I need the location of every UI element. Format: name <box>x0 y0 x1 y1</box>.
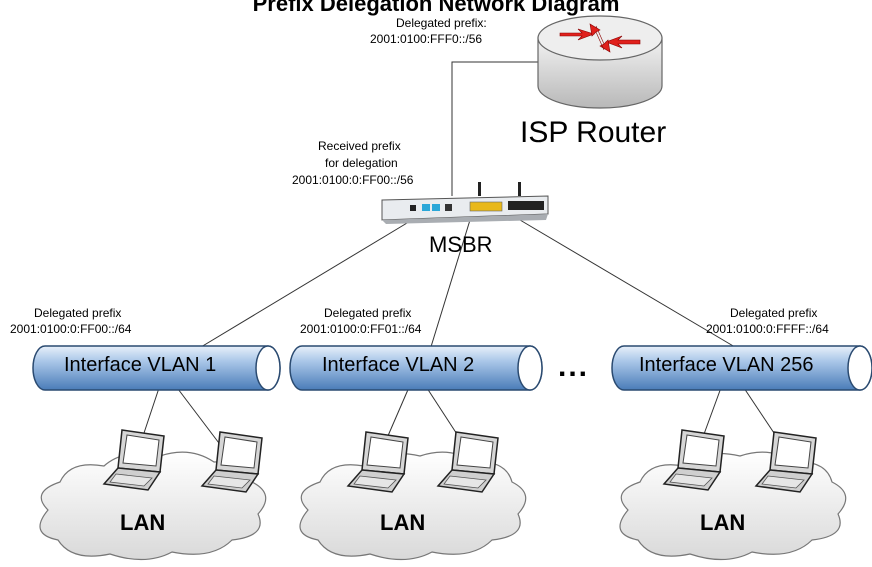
msbr-to-vlan1-line <box>195 219 413 351</box>
vlan2-label: Interface VLAN 2 <box>322 354 475 376</box>
isp-delegated-prefix-caption: Delegated prefix: <box>396 16 487 30</box>
lan-label-2: LAN <box>380 510 426 535</box>
msbr-label: MSBR <box>429 232 493 257</box>
msbr-to-vlan256-line <box>519 219 741 351</box>
diagram-title: Prefix Delegation Network Diagram <box>252 0 620 16</box>
vlan1-prefix-caption: Delegated prefix <box>34 306 122 320</box>
isp-to-msbr-line <box>451 61 538 196</box>
connection-lines <box>139 61 785 456</box>
lan-label-1: LAN <box>120 510 166 535</box>
vlan2-prefix-caption: Delegated prefix <box>324 306 412 320</box>
vlan-tube-1 <box>32 345 281 391</box>
vlan1-prefix-value: 2001:0100:0:FF00::/64 <box>10 322 132 336</box>
msbr-received-caption-1: Received prefix <box>318 139 401 153</box>
vlan-tube-2 <box>289 345 543 391</box>
vlan256-label: Interface VLAN 256 <box>639 354 814 376</box>
msbr-received-value: 2001:0100:0:FF00::/56 <box>292 173 414 187</box>
vlan1-label: Interface VLAN 1 <box>64 354 217 376</box>
isp-router-label: ISP Router <box>520 116 667 149</box>
lan-label-256: LAN <box>700 510 746 535</box>
ellipsis-indicator: ... <box>558 350 590 383</box>
isp-delegated-prefix-value: 2001:0100:FFF0::/56 <box>370 32 483 46</box>
msbr-received-caption-2: for delegation <box>325 156 398 170</box>
msbr-to-vlan2-line <box>429 219 471 351</box>
vlan256-prefix-value: 2001:0100:0:FFFF::/64 <box>706 322 829 336</box>
vlan256-prefix-caption: Delegated prefix <box>730 306 818 320</box>
msbr-device-icon <box>381 182 549 224</box>
vlan-tube-256 <box>611 345 872 391</box>
vlan2-prefix-value: 2001:0100:0:FF01::/64 <box>300 322 422 336</box>
isp-router-icon <box>537 15 663 109</box>
